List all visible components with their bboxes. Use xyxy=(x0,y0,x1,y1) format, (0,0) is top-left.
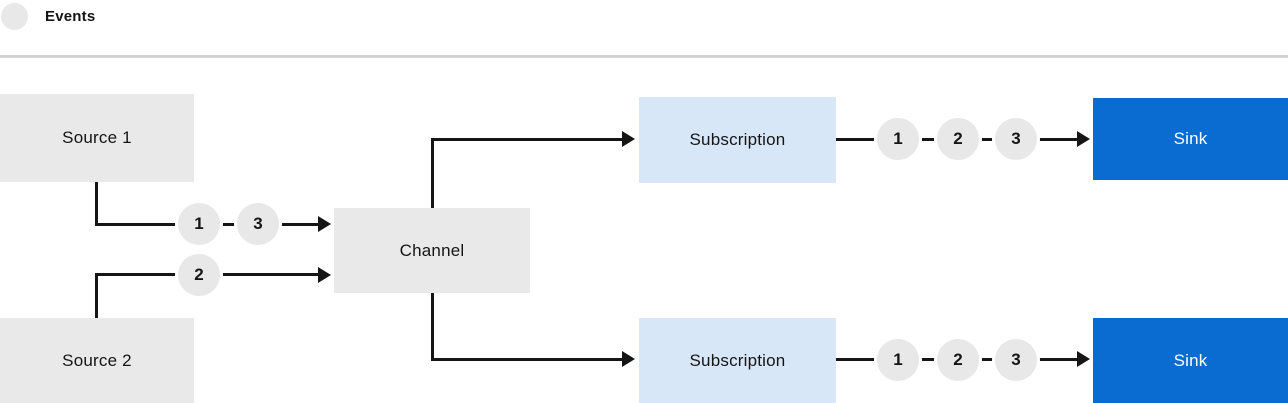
node-sink-2: Sink xyxy=(1093,318,1288,403)
event-badge-number: 1 xyxy=(893,129,903,148)
arrowhead-subscription2-to-sink2-icon xyxy=(1077,351,1090,367)
node-source-2-label: Source 2 xyxy=(62,350,132,370)
node-subscription-2-label: Subscription xyxy=(689,350,786,370)
node-subscription-2: Subscription xyxy=(639,318,836,403)
event-badge: 3 xyxy=(992,336,1040,384)
event-badge-number: 2 xyxy=(953,129,963,148)
node-subscription-1-label: Subscription xyxy=(689,130,786,149)
node-sink-2-label: Sink xyxy=(1173,350,1208,370)
event-badge: 2 xyxy=(934,336,982,384)
event-badge: 1 xyxy=(874,336,922,384)
node-source-1-label: Source 1 xyxy=(62,128,132,147)
event-badge: 2 xyxy=(934,115,982,163)
event-badge-number: 1 xyxy=(194,214,204,233)
connector-channel-to-subscription2 xyxy=(431,358,622,361)
connector-channel-up-vertical xyxy=(431,139,434,208)
event-badge-number: 2 xyxy=(194,265,204,284)
arrowhead-source1-to-channel-icon xyxy=(318,216,331,232)
node-subscription-1: Subscription xyxy=(639,97,836,183)
connector-channel-to-subscription1 xyxy=(431,138,622,141)
event-badge: 3 xyxy=(234,200,282,248)
legend-label: Events xyxy=(45,8,96,25)
event-badge: 3 xyxy=(992,115,1040,163)
arrowhead-channel-to-subscription2-icon xyxy=(622,351,635,367)
node-channel-label: Channel xyxy=(399,240,465,260)
connector-channel-down-vertical xyxy=(431,293,434,360)
event-badge-number: 3 xyxy=(253,214,263,233)
legend-divider xyxy=(0,55,1288,58)
node-source-2: Source 2 xyxy=(0,318,194,403)
event-badge: 1 xyxy=(874,115,922,163)
event-legend-swatch-icon xyxy=(1,3,28,30)
node-sink-1: Sink xyxy=(1093,98,1288,180)
node-source-1: Source 1 xyxy=(0,94,194,182)
event-badge: 2 xyxy=(175,251,223,299)
node-sink-1-label: Sink xyxy=(1173,129,1208,148)
arrowhead-source2-to-channel-icon xyxy=(318,267,331,283)
arrowhead-subscription1-to-sink1-icon xyxy=(1077,131,1090,147)
arrowhead-channel-to-subscription1-icon xyxy=(622,131,635,147)
event-badge-number: 3 xyxy=(1011,350,1021,369)
event-badge-number: 3 xyxy=(1011,129,1021,148)
event-badge: 1 xyxy=(175,200,223,248)
event-badge-number: 1 xyxy=(893,350,903,369)
event-badge-number: 2 xyxy=(953,350,963,369)
node-channel: Channel xyxy=(334,208,530,293)
connector-source2-vertical xyxy=(95,274,98,318)
connector-source1-vertical xyxy=(95,182,98,226)
